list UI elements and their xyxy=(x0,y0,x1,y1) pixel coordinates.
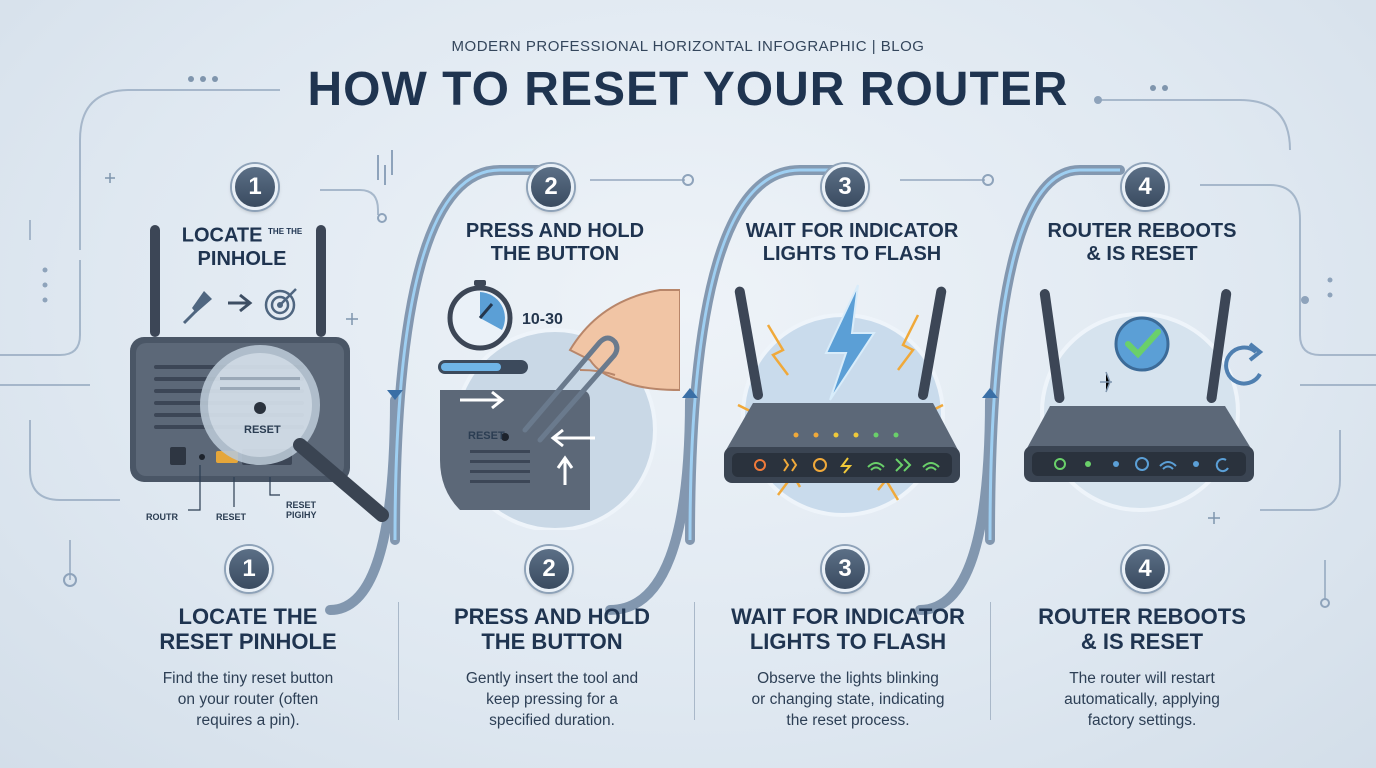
step-3-badge-top: 3 xyxy=(822,164,868,210)
checkmark-icon xyxy=(1114,316,1170,372)
step-1-label-reset-pighy-a: RESET xyxy=(286,500,317,510)
step-1-desc-line-1: Find the tiny reset button xyxy=(162,670,334,687)
step-4-top-title: ROUTER REBOOTS & IS RESET xyxy=(1012,220,1272,266)
step-3-badge-bottom: 3 xyxy=(822,546,868,592)
step-2-press-illustration xyxy=(438,280,680,530)
step-2-description: Gently insert the tool and keep pressing… xyxy=(422,668,682,731)
step-3-top-title-a: WAIT FOR INDICATOR xyxy=(745,220,959,242)
step-1-bottom-title: LOCATE THE RESET PINHOLE xyxy=(108,604,388,654)
column-divider-2 xyxy=(694,602,695,720)
step-3-bottom-title-a: WAIT FOR INDICATOR xyxy=(731,604,965,629)
column-divider-1 xyxy=(398,602,399,720)
step-4-reset-router xyxy=(1024,289,1264,512)
column-divider-3 xyxy=(990,602,991,720)
step-4-description: The router will restart automatically, a… xyxy=(1012,668,1272,731)
step-2-top-title: PRESS AND HOLD THE BUTTON xyxy=(425,220,685,266)
refresh-icon xyxy=(1224,342,1264,386)
step-1-top-title: LOCATE THE THE PINHOLE xyxy=(112,220,372,271)
infographic-eyebrow: MODERN PROFESSIONAL HORIZONTAL INFOGRAPH… xyxy=(451,38,925,55)
step-4-desc-line-1: The router will restart xyxy=(1069,670,1215,687)
step-1-magnifier-label: RESET xyxy=(244,424,281,436)
step-1-bottom-title-b: RESET PINHOLE xyxy=(159,629,337,654)
step-4-desc-line-3: factory settings. xyxy=(1087,712,1197,729)
step-2-top-title-b: THE BUTTON xyxy=(490,243,620,265)
step-4-top-title-b: & IS RESET xyxy=(1086,243,1198,265)
step-3-desc-line-1: Observe the lights blinking xyxy=(757,670,939,687)
step-4-bottom-title-b: & IS RESET xyxy=(1080,629,1204,654)
step-1-badge-top: 1 xyxy=(232,164,278,210)
title-dots-left xyxy=(188,76,218,82)
step-1-description: Find the tiny reset button on your route… xyxy=(118,668,378,731)
step-3-top-title: WAIT FOR INDICATOR LIGHTS TO FLASH xyxy=(722,220,982,266)
title-dots-right xyxy=(1150,85,1168,91)
step-2-badge-bottom: 2 xyxy=(526,546,572,592)
arrow-right-icon xyxy=(228,293,253,313)
step-3-top-title-b: LIGHTS TO FLASH xyxy=(762,243,942,265)
power-icon xyxy=(754,459,766,471)
step-2-reset-label: RESET xyxy=(468,430,505,442)
power-icon xyxy=(1054,458,1066,470)
step-1-desc-line-2: on your router (often xyxy=(177,691,319,708)
step-1-label-reset-pighy: RESET PIGIHY xyxy=(286,500,317,520)
step-2-desc-line-3: specified duration. xyxy=(489,712,615,729)
step-2-timer-label: 10-30 xyxy=(522,311,563,328)
step-3-flashing-router xyxy=(724,284,960,517)
step-1-top-title-b: PINHOLE xyxy=(197,247,287,270)
stopwatch-icon xyxy=(447,280,513,351)
step-1-label-reset: RESET xyxy=(216,512,247,522)
step-1-top-title-a: LOCATE xyxy=(181,224,263,247)
step-1-bottom-title-a: LOCATE THE xyxy=(178,604,318,629)
step-3-desc-line-2: or changing state, indicating xyxy=(751,691,945,708)
wifi-icon xyxy=(867,462,885,471)
step-4-desc-line-2: automatically, applying xyxy=(1064,691,1220,708)
globe-icon xyxy=(813,458,827,472)
step-1-top-title-sup: THE THE xyxy=(268,227,303,236)
step-1-router-illustration xyxy=(130,225,389,522)
step-1-desc-line-3: requires a pin). xyxy=(196,712,300,729)
step-3-bottom-title: WAIT FOR INDICATOR LIGHTS TO FLASH xyxy=(708,604,988,654)
step-4-top-title-a: ROUTER REBOOTS xyxy=(1047,220,1237,242)
step-1-label-reset-pighy-b: PIGIHY xyxy=(286,510,317,520)
step-2-bottom-title-b: THE BUTTON xyxy=(481,629,623,654)
step-2-desc-line-2: keep pressing for a xyxy=(486,691,618,708)
step-1-badge-bottom: 1 xyxy=(226,546,272,592)
step-3-desc-line-3: the reset process. xyxy=(786,712,910,729)
lightning-icon xyxy=(824,284,876,401)
step-4-bottom-title-a: ROUTER REBOOTS xyxy=(1038,604,1246,629)
step-2-badge-top: 2 xyxy=(528,164,574,210)
step-2-top-title-a: PRESS AND HOLD xyxy=(465,220,645,242)
pushpin-icon xyxy=(182,291,212,325)
step-4-badge-top: 4 xyxy=(1122,164,1168,210)
step-2-bottom-title-a: PRESS AND HOLD xyxy=(454,604,650,629)
wifi-icon xyxy=(1159,461,1177,470)
step-4-bottom-title: ROUTER REBOOTS & IS RESET xyxy=(1002,604,1282,654)
step-1-label-routr: ROUTR xyxy=(146,512,178,522)
step-2-bottom-title: PRESS AND HOLD THE BUTTON xyxy=(412,604,692,654)
step-3-description: Observe the lights blinking or changing … xyxy=(718,668,978,731)
paperclip-icon xyxy=(522,335,620,443)
target-icon xyxy=(264,288,297,321)
step-3-bottom-title-b: LIGHTS TO FLASH xyxy=(749,629,947,654)
step-4-badge-bottom: 4 xyxy=(1122,546,1168,592)
step-2-desc-line-1: Gently insert the tool and xyxy=(465,670,639,687)
page-title: HOW TO RESET YOUR ROUTER xyxy=(307,63,1069,116)
